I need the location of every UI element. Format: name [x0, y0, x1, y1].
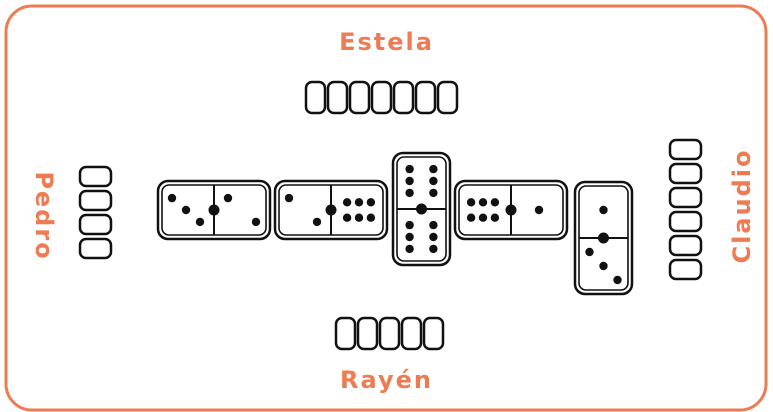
- face-down-tile[interactable]: [668, 210, 703, 233]
- face-down-tile[interactable]: [422, 316, 445, 351]
- pip: [366, 198, 376, 207]
- face-down-tile[interactable]: [668, 234, 703, 257]
- pip: [366, 213, 376, 222]
- pip: [466, 213, 476, 222]
- face-down-tile[interactable]: [436, 80, 459, 115]
- pip: [490, 213, 500, 222]
- hand-left: [78, 165, 113, 260]
- pip: [167, 193, 177, 203]
- player-name-left: Pedro: [30, 171, 58, 261]
- face-down-tile[interactable]: [78, 213, 113, 236]
- domino-tile[interactable]: [391, 151, 452, 267]
- pip: [534, 205, 544, 215]
- pip: [599, 205, 608, 215]
- face-down-tile[interactable]: [326, 80, 349, 115]
- pip: [429, 232, 438, 242]
- face-down-tile[interactable]: [78, 189, 113, 212]
- face-down-tile[interactable]: [334, 316, 357, 351]
- pip: [405, 164, 414, 174]
- domino-tile[interactable]: [453, 179, 569, 241]
- pip: [312, 217, 322, 227]
- face-down-tile[interactable]: [400, 316, 423, 351]
- face-down-tile[interactable]: [668, 138, 703, 161]
- pip: [466, 198, 476, 207]
- pip: [429, 188, 438, 198]
- domino-tile[interactable]: [156, 179, 272, 241]
- face-down-tile[interactable]: [78, 165, 113, 188]
- pip: [251, 217, 261, 227]
- face-down-tile[interactable]: [668, 258, 703, 281]
- face-down-tile[interactable]: [392, 80, 415, 115]
- face-down-tile[interactable]: [348, 80, 371, 115]
- pip: [429, 220, 438, 230]
- face-down-tile[interactable]: [668, 186, 703, 209]
- face-down-tile[interactable]: [414, 80, 437, 115]
- face-down-tile[interactable]: [668, 162, 703, 185]
- tile-center-pin: [598, 232, 609, 244]
- player-name-bottom: Rayén: [340, 366, 433, 394]
- pip: [405, 176, 414, 186]
- pip: [354, 198, 364, 207]
- tile-center-pin: [325, 204, 337, 216]
- tile-center-pin: [505, 204, 517, 216]
- pip: [429, 176, 438, 186]
- pip: [478, 213, 488, 222]
- pip: [429, 164, 438, 174]
- face-down-tile[interactable]: [378, 316, 401, 351]
- face-down-tile[interactable]: [370, 80, 393, 115]
- face-down-tile[interactable]: [78, 237, 113, 260]
- pip: [405, 244, 414, 254]
- pip: [478, 198, 488, 207]
- player-hands: [78, 80, 703, 351]
- hand-top: [304, 80, 459, 115]
- tile-center-pin: [416, 203, 427, 215]
- pip: [195, 217, 205, 227]
- pip: [429, 244, 438, 254]
- pip: [613, 275, 622, 285]
- domino-tile[interactable]: [273, 179, 389, 241]
- domino-tile[interactable]: [573, 180, 634, 296]
- pip: [599, 261, 608, 271]
- table-border: [4, 4, 768, 412]
- face-down-tile[interactable]: [304, 80, 327, 115]
- pip: [342, 213, 352, 222]
- hand-right: [668, 138, 703, 281]
- hand-bottom: [334, 316, 445, 351]
- pip: [405, 220, 414, 230]
- pip: [405, 188, 414, 198]
- pip: [490, 198, 500, 207]
- pip: [585, 247, 594, 257]
- player-name-top: Estela: [339, 28, 434, 56]
- player-name-right: Claudio: [728, 148, 756, 264]
- face-down-tile[interactable]: [356, 316, 379, 351]
- pip: [223, 193, 233, 203]
- tile-center-pin: [208, 204, 220, 216]
- pip: [181, 205, 191, 215]
- pip: [284, 193, 294, 203]
- pip: [354, 213, 364, 222]
- pip: [342, 198, 352, 207]
- pip: [405, 232, 414, 242]
- board-tiles: [156, 151, 634, 296]
